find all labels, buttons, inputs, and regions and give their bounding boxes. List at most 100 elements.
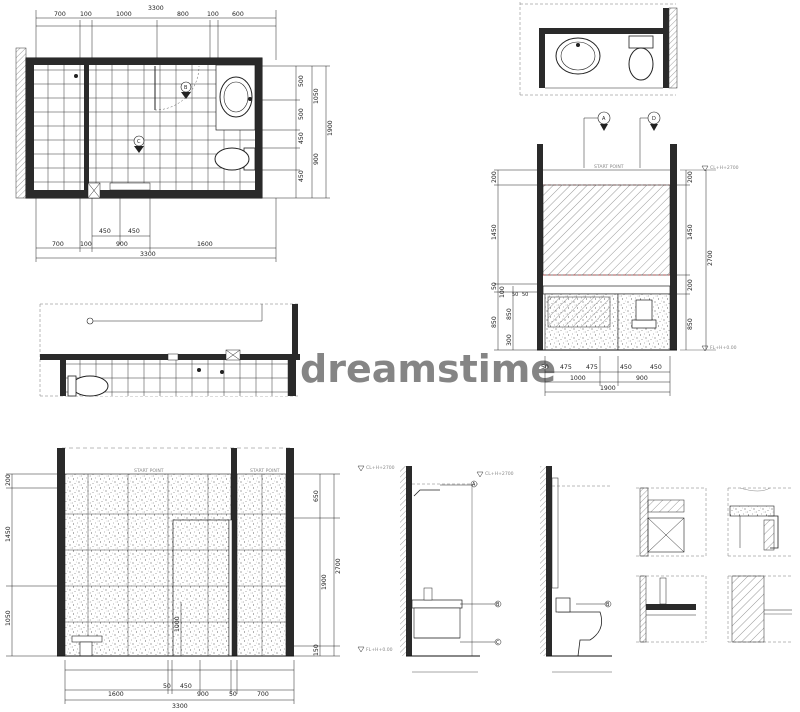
elev-a-bottom-dim-4: 50 [229, 691, 237, 698]
elev-b-left-dim-6: 850 [506, 308, 513, 320]
plan-top-dim-5: 100 [207, 11, 219, 18]
plan-right-dim-6: 450 [298, 170, 305, 182]
elev-b-right-dim-3: 200 [687, 279, 694, 291]
plan-right-dim-3: 500 [298, 108, 305, 120]
elev-b-marker-a-label: A [602, 116, 606, 122]
elev-b-marker-a: A [583, 111, 611, 168]
elev-b-small-dim-1: 50 [512, 292, 518, 298]
plan-dimension-right [262, 65, 330, 199]
elev-b-level-bottom: FL+H+0.00 [710, 345, 737, 351]
elev-a-dim-lines [6, 473, 340, 704]
plan-toilet [214, 147, 256, 171]
sec2-marker-b: B [606, 602, 610, 608]
elev-a-bottom-dim-5: 700 [257, 691, 269, 698]
section-strip [39, 303, 300, 397]
watermark: dreamstime [300, 347, 556, 391]
elev-b-left-dim-5: 850 [491, 316, 498, 328]
detail-3 [636, 575, 707, 643]
plan-bottom-dim-1: 700 [52, 241, 64, 248]
sec1-level-bottom: FL+H+0.00 [366, 647, 393, 653]
plan-top-dim-6: 600 [232, 11, 244, 18]
elev-b-left-dim-3: 50 [491, 282, 498, 290]
plan-top-dim-3: 1000 [116, 11, 132, 18]
plan-marker-b-label: B [184, 85, 188, 91]
plan-bottom-dim-3: 450 [99, 228, 111, 235]
plan-top-total: 3300 [148, 5, 164, 12]
sec1-marker-c: C [496, 640, 500, 646]
plan-counter [215, 64, 256, 131]
plan-right-dim-4: 450 [298, 132, 305, 144]
plan-walls [26, 58, 262, 198]
sec1-level-right: CL+H+2700 [485, 471, 514, 477]
elev-b-bottom-dim-3: 475 [586, 364, 598, 371]
elev-a-start-point-1: START POINT [134, 468, 164, 474]
elev-a-right-dim-3: 1900 [321, 574, 328, 590]
elev-b-right-dim-2: 1450 [687, 224, 694, 240]
vanity-plan [519, 2, 678, 96]
elevation-a: START POINT START POINT [5, 447, 342, 710]
elev-a-bottom-dim-3: 900 [197, 691, 209, 698]
plan-top-dim-1: 700 [54, 11, 66, 18]
sec1-marker-a: A [472, 482, 476, 488]
elev-b-left-dim-1: 200 [491, 171, 498, 183]
elev-a-start-point-2: START POINT [250, 468, 280, 474]
plan-right-dim-1: 500 [298, 75, 305, 87]
elev-b-level-top: CL+H+2700 [710, 165, 739, 171]
elev-a-right-dim-2: 2700 [335, 558, 342, 574]
detail-2 [727, 487, 792, 557]
elev-a-bottom-first: 1600 [108, 691, 124, 698]
sec1-marker-b: B [496, 602, 500, 608]
elev-b-left-dim-2: 1450 [491, 224, 498, 240]
elev-a-left-dim-2: 1450 [5, 526, 12, 542]
plan-door [87, 65, 200, 199]
plan-bottom-dim-4: 450 [128, 228, 140, 235]
elevation-b: A D START POINT CL+H+2700 FL+H+0.00 [491, 111, 739, 396]
sec1-level-top: CL+H+2700 [366, 465, 395, 471]
section-1: CL+H+2700 FL+H+0.00 CL+H+2700 A B C [357, 465, 514, 673]
elev-b-bottom-dim-1: 50 [541, 364, 549, 371]
plan-right-dim-2: 1050 [313, 88, 320, 104]
plan-left-hatch [15, 47, 27, 199]
details [636, 487, 792, 643]
elev-b-right-total: 2700 [707, 250, 714, 266]
elev-b-left-dim-7: 300 [506, 334, 513, 346]
detail-1 [636, 487, 707, 557]
elev-a-bottom-total: 3300 [172, 703, 188, 710]
elev-b-right-dim-1: 200 [687, 171, 694, 183]
plan-top-dim-2: 100 [80, 11, 92, 18]
elev-a-bottom-dim-2: 450 [180, 683, 192, 690]
elev-a-right-dim-4: 150 [313, 644, 320, 656]
elev-a-bottom-dim-1: 50 [163, 683, 171, 690]
plan-dimension-bottom [35, 198, 277, 262]
elev-b-left-dim-4: 100 [499, 286, 506, 298]
plan-bottom-total: 3300 [140, 251, 156, 258]
plan-top-dim-4: 800 [177, 11, 189, 18]
elev-a-right-dim-1: 650 [313, 490, 320, 502]
elev-b-marker-d: D [639, 111, 661, 168]
elev-b-bottom-dim-4: 450 [620, 364, 632, 371]
plan-bottom-dim-5: 1600 [197, 241, 213, 248]
plan-marker-c-label: C [137, 139, 141, 145]
elev-a-tile-grid [65, 474, 286, 656]
elev-b-dim-lines [494, 169, 707, 396]
elev-b-bottom-total: 1900 [600, 385, 616, 392]
plan-right-dim-5: 900 [313, 153, 320, 165]
plan-right-total: 1900 [327, 120, 334, 136]
elev-b-bottom-mid-1: 1000 [570, 375, 586, 382]
elev-a-left-dim-1: 200 [5, 474, 12, 486]
elev-a-left-dim-3: 1050 [5, 610, 12, 626]
elev-b-bottom-dim-2: 475 [560, 364, 572, 371]
elev-b-small-dim-2: 50 [522, 292, 528, 298]
elev-b-bottom-mid-2: 900 [636, 375, 648, 382]
elev-a-inner-dim: 1000 [174, 616, 181, 632]
plan-drain [74, 74, 78, 78]
plan-shower-tiles [34, 65, 84, 190]
elev-b-right-dim-4: 850 [687, 318, 694, 330]
plan-bottom-dim-2: 100 [80, 241, 92, 248]
plan-marker-b: B [180, 81, 192, 99]
floor-plan: 3300 700 100 1000 800 100 600 [15, 5, 334, 262]
plan-dimension-top [35, 10, 277, 60]
plan-marker-c: C [133, 135, 145, 153]
section-2: B [540, 466, 612, 673]
